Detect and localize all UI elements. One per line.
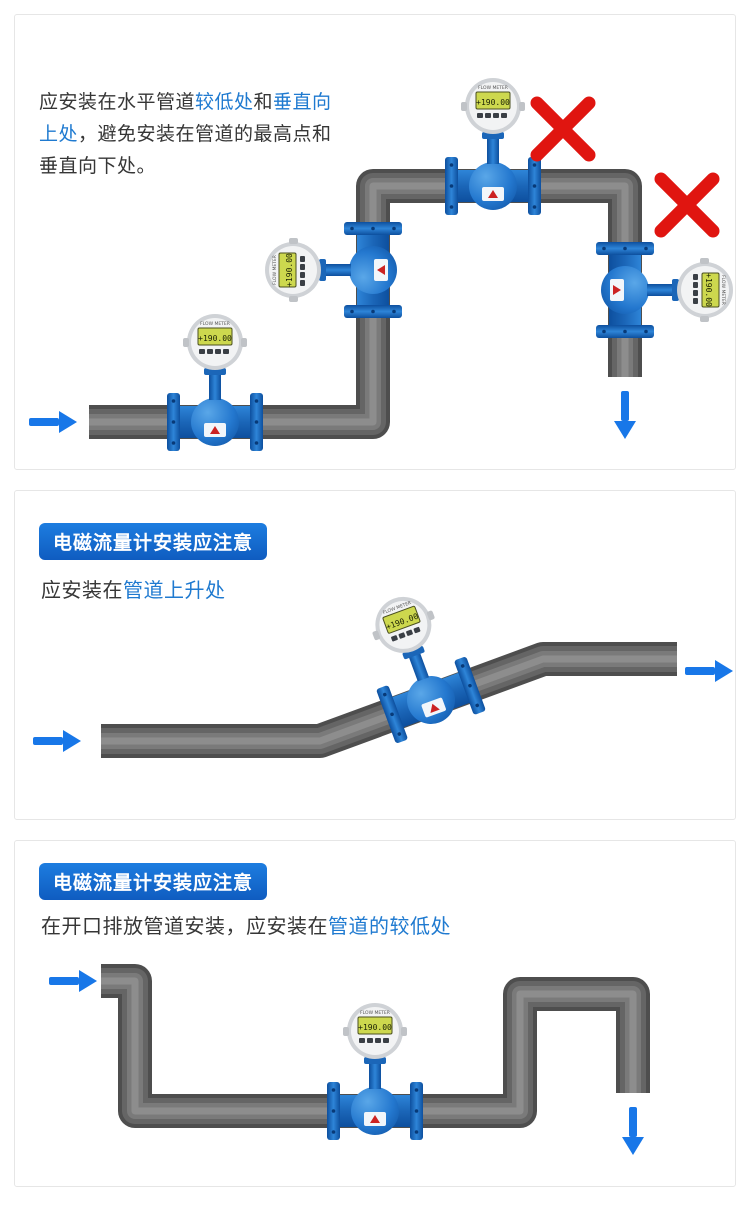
flow-arrow-in: [33, 730, 81, 752]
panel1-diagram: FLOW METER +190.00: [29, 77, 734, 452]
panel3-diagram: [49, 964, 650, 1155]
notice-badge: 电磁流量计安装应注意: [39, 863, 268, 900]
flow-arrow-in: [49, 970, 97, 992]
flowmeter-high-point-wrong: [444, 77, 542, 216]
note-highlight: 管道的较低处: [328, 916, 451, 938]
panel-rising-pipe-install: 电磁流量计安装应注意 应安装在管道上升处: [14, 490, 736, 820]
panel3-note: 在开口排放管道安装，应安装在管道的较低处: [41, 911, 451, 943]
note-text: 和: [253, 92, 274, 113]
note-highlight: 管道上升处: [123, 580, 226, 602]
flowmeter-vertical-up-correct: [264, 221, 403, 319]
note-text: 应安装在: [41, 580, 123, 602]
note-text: ，避免安装在管道的最高点和垂直向下处。: [39, 124, 332, 177]
panel1-note: 应安装在水平管道较低处和垂直向上处，避免安装在管道的最高点和垂直向下处。: [39, 87, 339, 183]
panel2-diagram: [33, 581, 733, 758]
note-text: 在开口排放管道安装，应安装在: [41, 916, 328, 938]
note-highlight: 较低处: [195, 92, 254, 113]
note-highlight: 垂直向上处: [39, 92, 332, 145]
notice-badge: 电磁流量计安装应注意: [39, 523, 268, 560]
panel2-note: 应安装在管道上升处: [41, 575, 226, 607]
flow-arrow-out: [685, 660, 733, 682]
flow-arrow-in: [29, 411, 77, 433]
pipe-run: [101, 964, 650, 1128]
panel-horizontal-install-rules: FLOW METER +190.00: [14, 14, 736, 470]
wrong-mark-icon: [537, 103, 589, 155]
flow-arrow-out: [614, 391, 636, 439]
flowmeter-low-point-correct: [326, 1002, 424, 1141]
flowmeter-horizontal-low-correct: [166, 313, 264, 452]
note-text: 应安装在水平管道: [39, 92, 196, 113]
wrong-mark-icon: [661, 179, 713, 231]
flow-arrow-out: [622, 1107, 644, 1155]
panel-open-discharge-install: 电磁流量计安装应注意 在开口排放管道安装，应安装在管道的较低处: [14, 840, 736, 1187]
flowmeter-vertical-down-wrong: [595, 241, 734, 339]
